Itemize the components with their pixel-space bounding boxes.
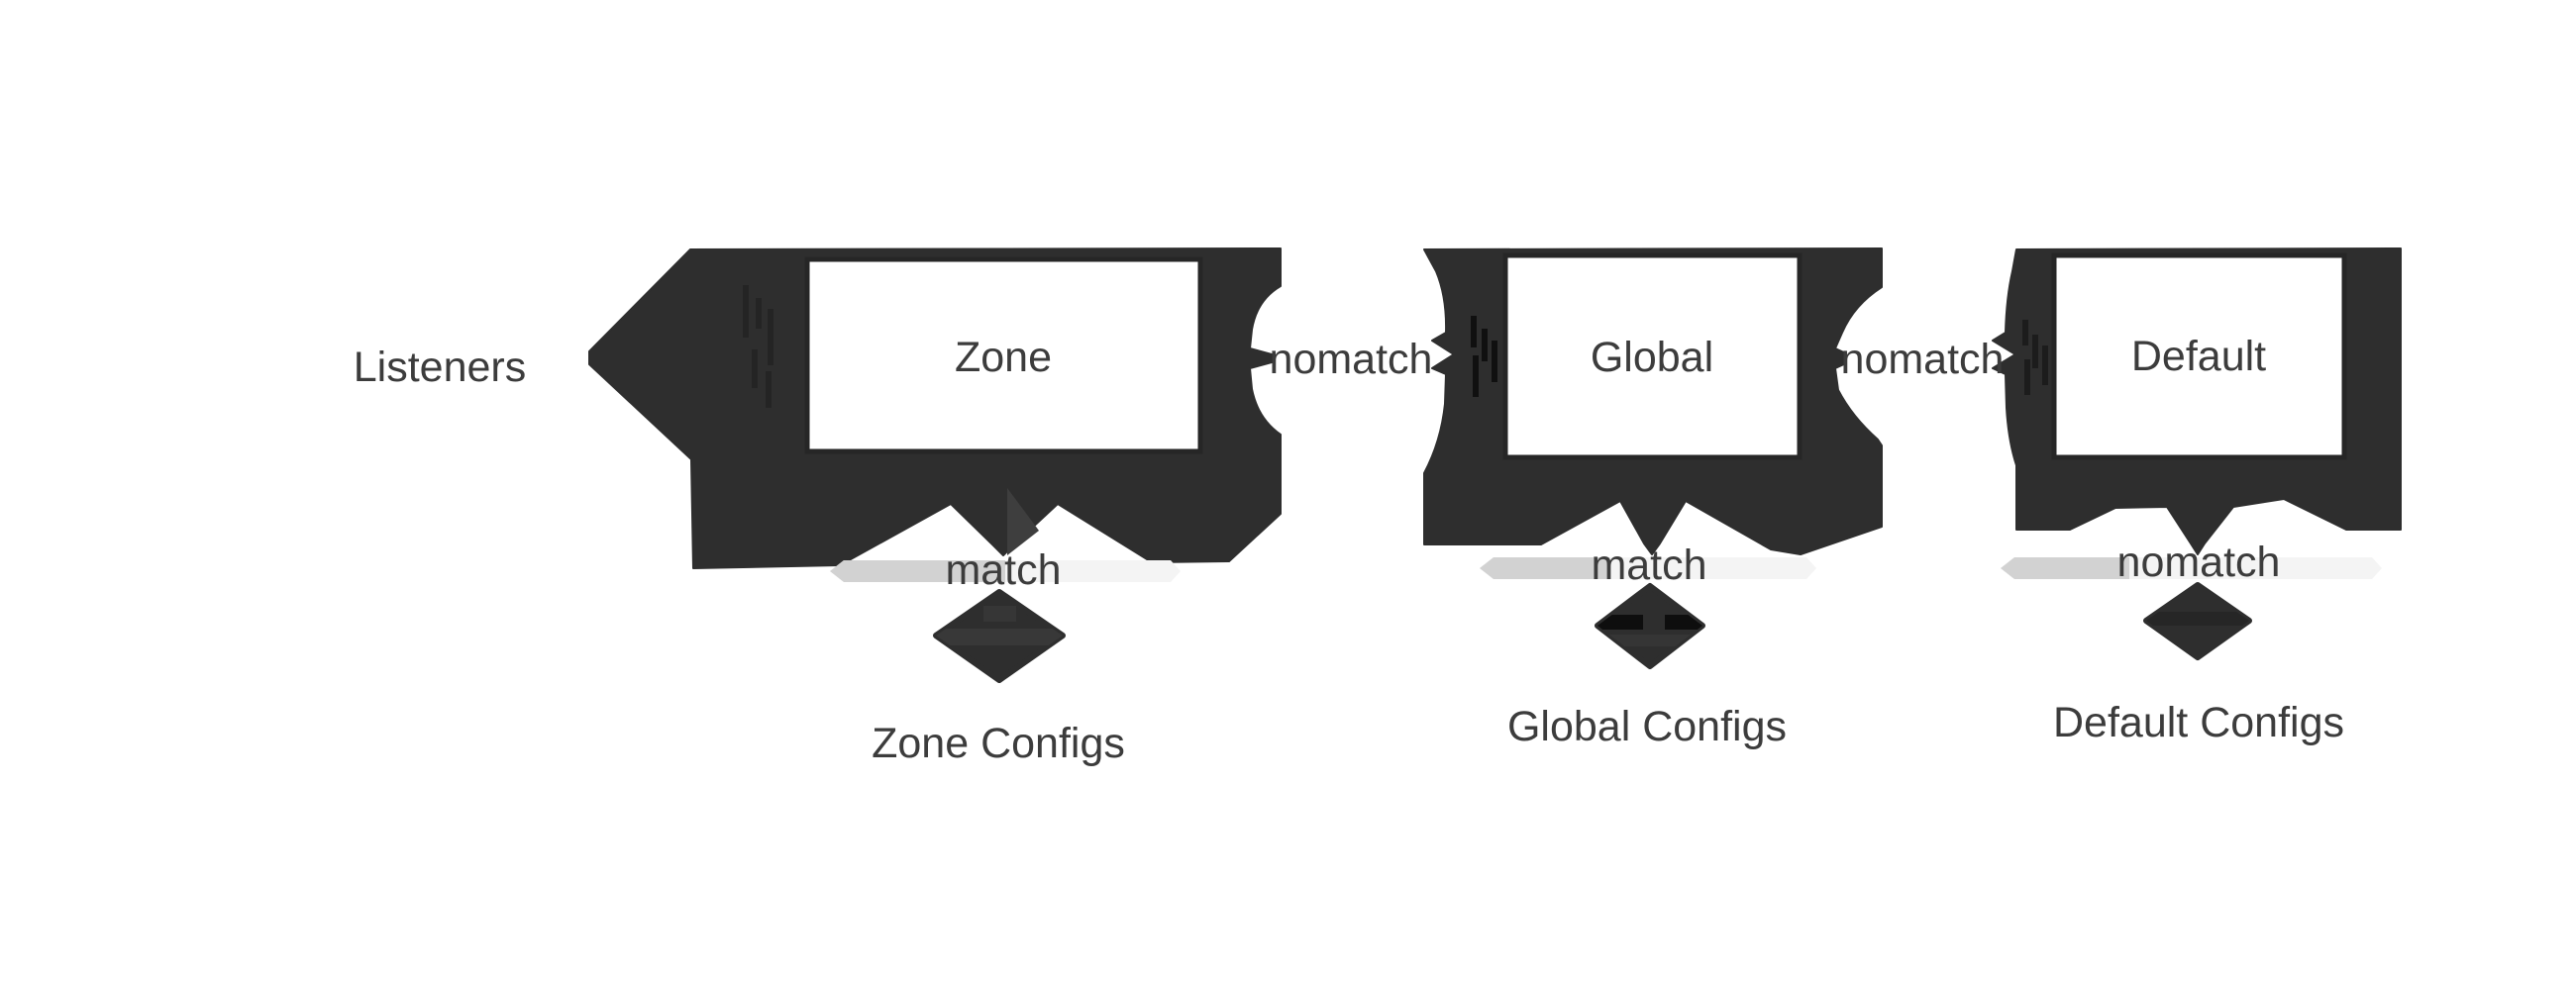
output-label-global-configs: Global Configs xyxy=(1507,703,1787,750)
edge-label-match-global: match xyxy=(1591,541,1706,589)
diamond-arrowhead-default-icon xyxy=(2143,582,2252,660)
edge-label-nomatch-global-default: nomatch xyxy=(1841,336,2005,383)
global-node xyxy=(1502,252,1803,460)
default-node-label: Default xyxy=(2131,333,2266,380)
hash-marks-zone-icon xyxy=(743,285,773,408)
global-node-label: Global xyxy=(1591,334,1713,381)
ribbon-match-global xyxy=(1480,557,1816,579)
hash-marks-default-icon xyxy=(2022,320,2048,395)
default-node xyxy=(2051,252,2347,460)
diamond-arrowhead-zone-icon xyxy=(933,589,1066,683)
output-label-zone-configs: Zone Configs xyxy=(872,720,1125,767)
zone-node xyxy=(804,256,1203,454)
edge-label-nomatch-default-configs: nomatch xyxy=(2117,539,2281,586)
diamond-arrowhead-global-icon xyxy=(1595,583,1705,669)
ribbon-nomatch-default xyxy=(2001,557,2382,579)
output-label-default-configs: Default Configs xyxy=(2053,699,2344,746)
down-arrowhead-artifact xyxy=(1007,488,1039,555)
edge-label-nomatch-zone-global: nomatch xyxy=(1270,336,1433,383)
zone-node-label: Zone xyxy=(955,334,1052,381)
listeners-label: Listeners xyxy=(354,344,526,391)
ribbon-match-zone xyxy=(830,560,1181,582)
edge-label-match-zone: match xyxy=(945,546,1061,594)
hash-marks-global-icon xyxy=(1471,316,1497,397)
